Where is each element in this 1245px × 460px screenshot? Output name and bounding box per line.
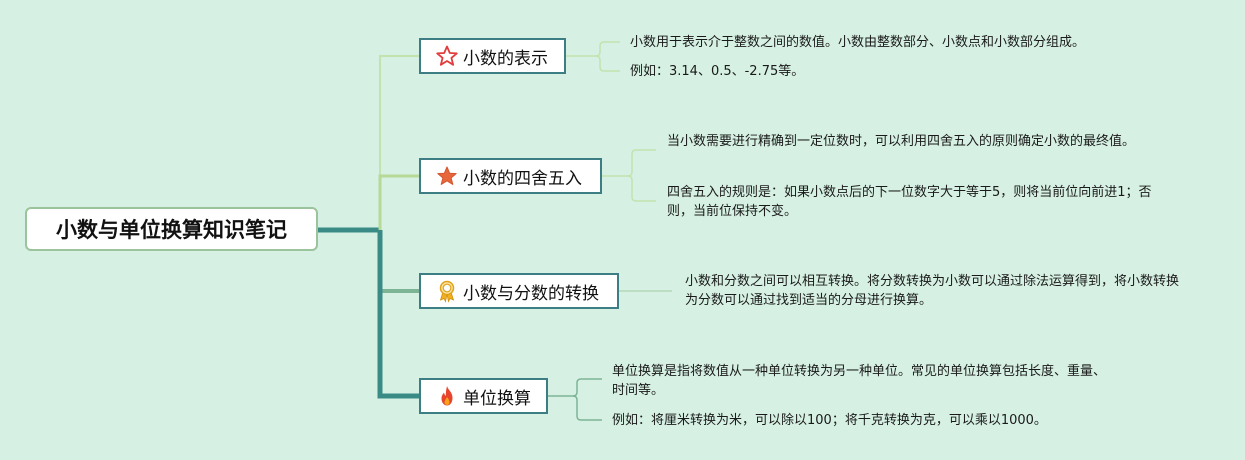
topic-decimal-representation[interactable]: 小数的表示 <box>419 38 566 74</box>
topic-decimal-fraction-conversion[interactable]: 小数与分数的转换 <box>419 273 619 309</box>
connector-topic-1 <box>379 55 419 230</box>
topic-decimal-rounding[interactable]: 小数的四舍五入 <box>419 158 602 194</box>
connector-topic-2 <box>378 174 419 230</box>
topic-label: 小数的四舍五入 <box>463 168 582 188</box>
topic-label: 单位换算 <box>463 388 531 408</box>
note-unit-definition: 单位换算是指将数值从一种单位转换为另一种单位。常见的单位换算包括长度、重量、时间… <box>612 364 1107 398</box>
star-outline-icon <box>435 44 459 68</box>
note-decimal-definition: 小数用于表示介于整数之间的数值。小数由整数部分、小数点和小数部分组成。 <box>630 35 1086 50</box>
award-medal-icon <box>435 279 459 303</box>
root-title: 小数与单位换算知识笔记 <box>56 219 287 242</box>
topic-label: 小数与分数的转换 <box>463 283 599 303</box>
connector-topic-4 <box>377 230 419 399</box>
note-unit-example: 例如：将厘米转换为米，可以除以100；将千克转换为克，可以乘以1000。 <box>612 413 1047 428</box>
connector-note-1-1 <box>566 41 620 57</box>
topic-label: 小数的表示 <box>463 48 548 68</box>
note-rounding-purpose: 当小数需要进行精确到一定位数时，可以利用四舍五入的原则确定小数的最终值。 <box>667 134 1136 149</box>
connector-note-1-2 <box>595 55 620 72</box>
connector-note-2-2 <box>627 175 656 202</box>
connector-note-4-2 <box>572 395 602 421</box>
connector-note-4-1 <box>548 378 602 397</box>
note-decimal-example: 例如：3.14、0.5、-2.75等。 <box>630 64 805 79</box>
connector-topic-3 <box>378 230 419 293</box>
note-rounding-rule: 四舍五入的规则是：如果小数点后的下一位数字大于等于5，则将当前位向前进1；否则，… <box>667 185 1152 219</box>
connector-note-2-1 <box>602 149 656 177</box>
note-decimal-fraction: 小数和分数之间可以相互转换。将分数转换为小数可以通过除法运算得到，将小数转换为分… <box>685 274 1180 308</box>
topic-unit-conversion[interactable]: 单位换算 <box>419 378 548 414</box>
star-filled-icon <box>435 164 459 188</box>
root-topic[interactable]: 小数与单位换算知识笔记 <box>25 207 318 251</box>
fire-icon <box>435 384 459 408</box>
